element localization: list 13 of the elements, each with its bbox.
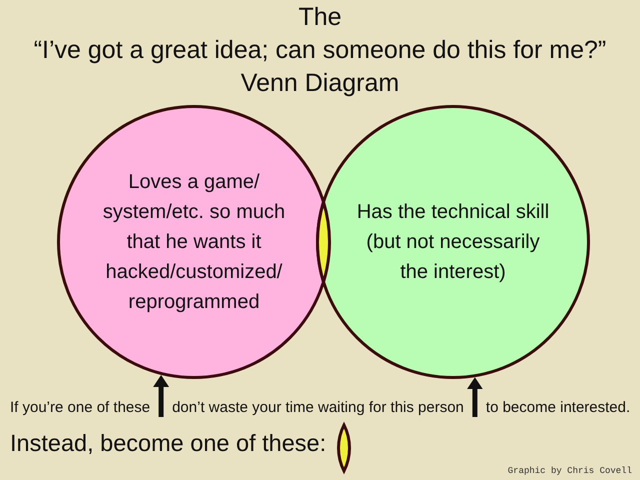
instruction-text: Instead, become one of these: [10, 429, 326, 457]
venn-circle [316, 105, 590, 379]
overlap-symbol [337, 422, 351, 474]
arrow [153, 375, 170, 417]
title: The “I’ve got a great idea; can someone do this for me?” Venn Diagram [32, 2, 608, 99]
instruction-text: If you’re one of these [10, 398, 150, 417]
circle-text: Loves a game/ system/etc. so much that he wants it hacked/customized/ reprogrammed [102, 170, 286, 315]
arrow [466, 377, 483, 417]
instruction-text: to become interested. [486, 398, 630, 417]
circle-text: Has the technical skill (but not necessarily the interest) [356, 200, 550, 285]
overlap-region [316, 199, 331, 285]
credit-text: Graphic by Chris Covell [508, 466, 632, 477]
instruction-text: don’t waste your time waiting for this person [172, 398, 464, 417]
